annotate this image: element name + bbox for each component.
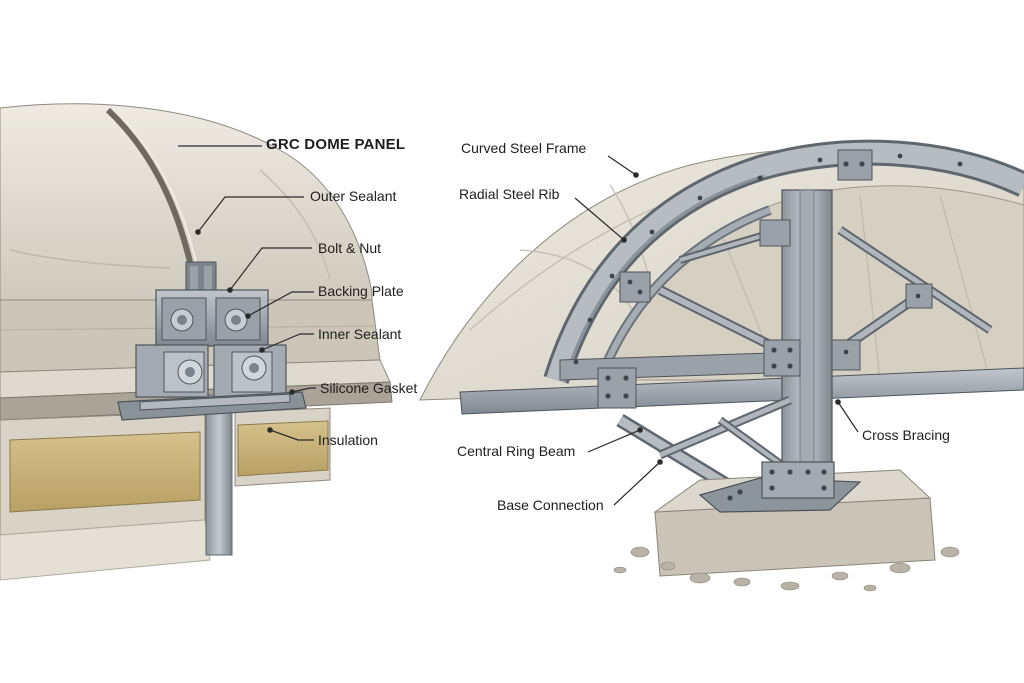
insulation-layer-left	[9, 431, 201, 513]
leader-bolt-nut	[229, 247, 312, 291]
panel-seam	[105, 107, 193, 263]
label-insulation: Insulation	[318, 432, 378, 448]
right-frame-detail	[419, 139, 1024, 592]
frame-bolts	[573, 153, 963, 399]
leader-inner-sealant	[261, 333, 314, 351]
label-silicone-gasket: Silicone Gasket	[320, 380, 418, 396]
label-cross-bracing: Cross Bracing	[862, 427, 950, 443]
leader-base-connection	[613, 461, 661, 506]
label-radial-steel-rib: Radial Steel Rib	[459, 186, 560, 202]
base-connection-block	[761, 461, 835, 499]
leader-curved-steel-frame	[607, 155, 637, 176]
leader-outer-sealant	[197, 196, 304, 233]
gravel	[613, 546, 960, 592]
insulation-layer-right	[237, 420, 329, 477]
label-outer-sealant: Outer Sealant	[310, 188, 397, 204]
lower-bracket-blocks	[135, 344, 287, 398]
upper-bolts	[161, 297, 261, 341]
label-bolt-nut: Bolt & Nut	[318, 240, 382, 256]
leader-radial-steel-rib	[574, 197, 625, 241]
label-inner-sealant: Inner Sealant	[318, 326, 402, 342]
grc-dome-panel-shape	[0, 103, 373, 301]
leader-insulation	[269, 429, 314, 441]
central-steel-post	[205, 394, 233, 556]
leader-silicone-gasket	[291, 387, 316, 393]
leader-backing-plate	[247, 291, 314, 317]
label-curved-steel-frame: Curved Steel Frame	[461, 140, 587, 156]
threaded-rod	[139, 393, 291, 411]
label-backing-plate: Backing Plate	[318, 283, 404, 299]
label-grc-dome-panel: GRC DOME PANEL	[266, 136, 406, 153]
leader-lines	[178, 145, 859, 506]
label-central-ring-beam: Central Ring Beam	[457, 443, 576, 459]
leader-cross-bracing	[837, 401, 859, 433]
leader-central-ring-beam	[587, 429, 641, 453]
label-base-connection: Base Connection	[497, 497, 604, 513]
